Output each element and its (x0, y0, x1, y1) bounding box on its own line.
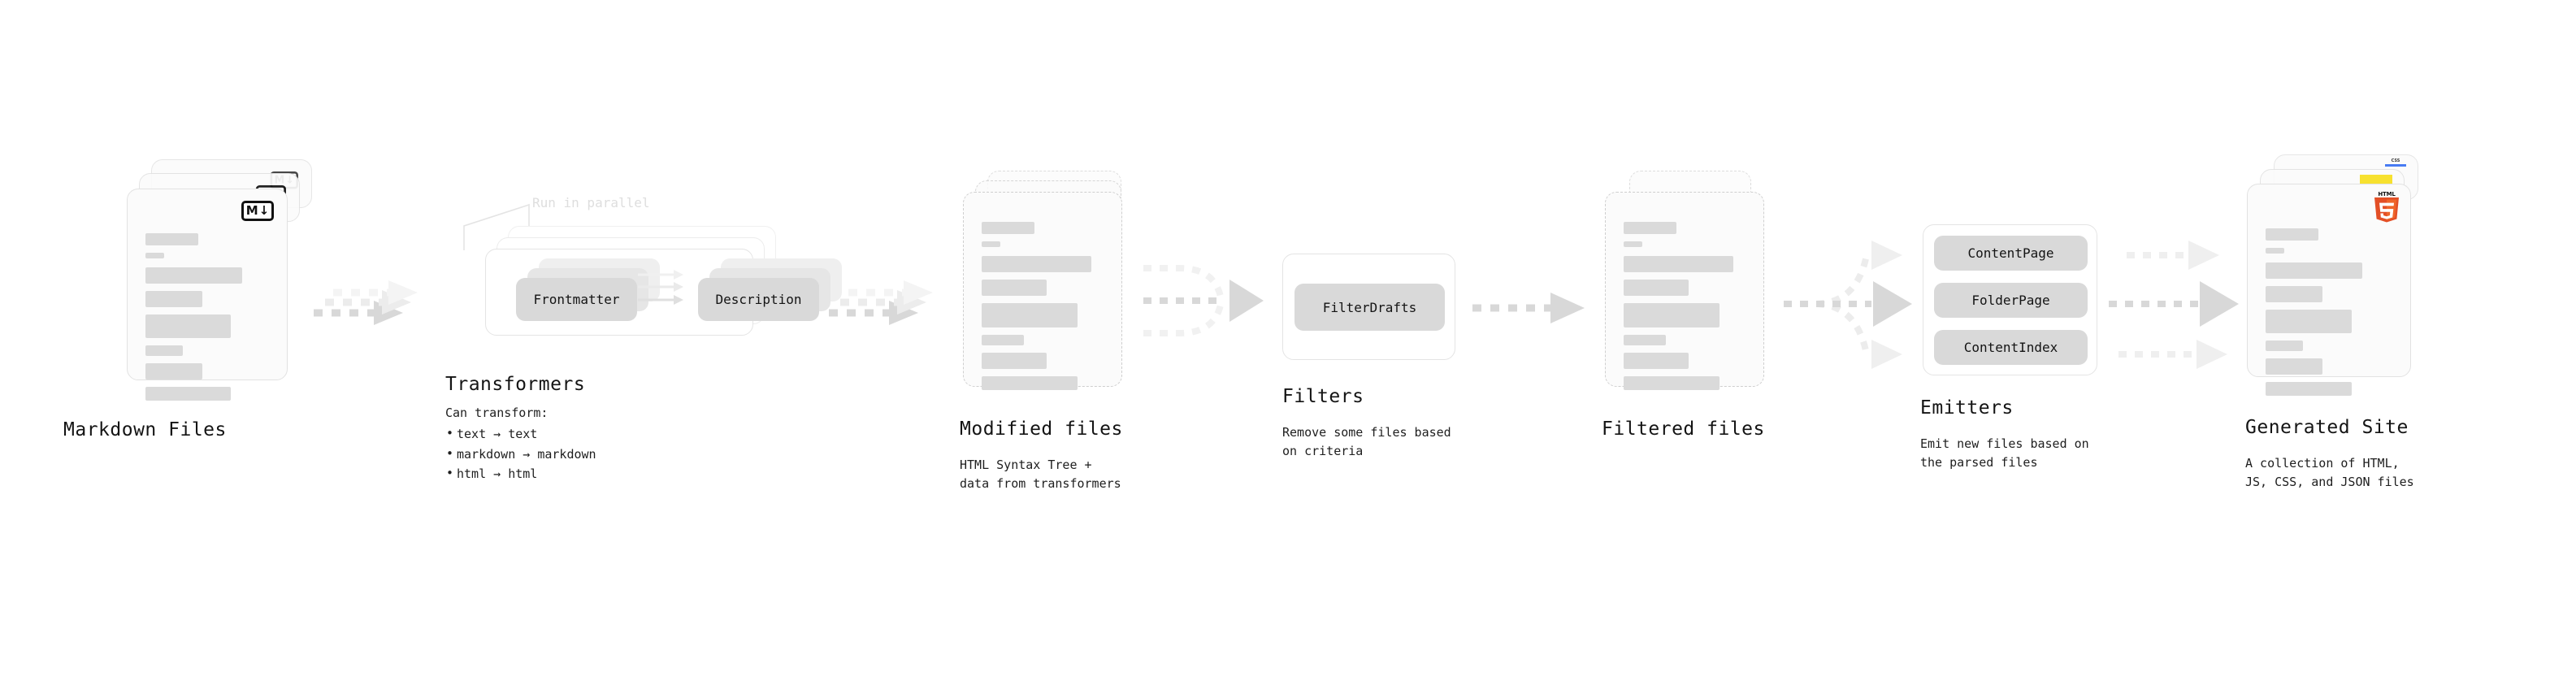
stage-filtered-files: Filtered files (1602, 171, 1780, 440)
transformers-bullet-list: text → text markdown → markdown html → h… (445, 423, 722, 484)
run-in-parallel-label: Run in parallel (532, 195, 650, 210)
placeholder-line (982, 222, 1034, 234)
placeholder-line (982, 335, 1024, 345)
placeholder-line (2266, 228, 2318, 241)
placeholder-line (982, 353, 1047, 369)
placeholder-line (145, 291, 202, 307)
page-title-markdown-files: Markdown Files (63, 419, 227, 440)
placeholder-lines (145, 233, 271, 408)
filter-pill-filterdrafts[interactable]: FilterDrafts (1295, 284, 1445, 331)
arrow-filtered-to-emitters (1784, 241, 1912, 369)
modified-card-front (963, 192, 1122, 390)
emitters-group-box: ContentPage FolderPage ContentIndex (1923, 224, 2097, 375)
modified-files-desc: HTML Syntax Tree + data from transformer… (960, 458, 1121, 491)
emitter-pill-contentindex[interactable]: ContentIndex (1934, 330, 2088, 365)
placeholder-line (1624, 376, 1720, 390)
page-title-filters: Filters (1282, 386, 1364, 407)
markdown-card-stack: M ↓ M ↓ M ↓ (127, 159, 314, 436)
placeholder-line (2266, 248, 2284, 254)
transformer-pill-label: Frontmatter (533, 292, 620, 307)
page-title-transformers: Transformers (445, 374, 586, 395)
markdown-icon-arrow: ↓ (258, 203, 270, 218)
stage-generated-site: CSS HTML (2245, 154, 2434, 489)
placeholder-line (1624, 222, 1676, 234)
emitter-pill-folderpage[interactable]: FolderPage (1934, 283, 2088, 318)
filters-desc: Remove some files based on criteria (1282, 425, 1451, 458)
filter-pill-label: FilterDrafts (1322, 299, 1417, 315)
placeholder-lines (2266, 228, 2394, 403)
filters-group-box: FilterDrafts (1282, 254, 1455, 360)
list-item: text → text (445, 423, 722, 444)
transformer-inner-arrows (638, 270, 683, 305)
arrow-modified-to-filters (1143, 265, 1264, 336)
placeholder-line (145, 314, 231, 338)
placeholder-line (1624, 256, 1733, 272)
emitters-desc: Emit new files based on the parsed files (1920, 436, 2089, 470)
transformers-caption: Transformers Can transform: text → text … (445, 374, 722, 484)
placeholder-line (2266, 310, 2352, 333)
transformer-pill-frontmatter[interactable]: Frontmatter (516, 278, 637, 321)
markdown-icon: M ↓ (241, 201, 274, 221)
page-title-filtered-files: Filtered files (1602, 419, 1765, 440)
placeholder-line (2266, 262, 2362, 279)
placeholder-line (982, 303, 1078, 327)
placeholder-line (2266, 286, 2322, 302)
placeholder-line (145, 387, 231, 401)
stage-modified-files: Modified files HTML Syntax Tree + data f… (960, 171, 1138, 491)
placeholder-line (1624, 303, 1720, 327)
placeholder-line (1624, 241, 1642, 247)
placeholder-line (145, 267, 242, 284)
placeholder-line (145, 253, 164, 258)
placeholder-line (1624, 353, 1689, 369)
stage-markdown-files: M ↓ M ↓ M ↓ (63, 159, 314, 440)
filtered-card-front (1605, 192, 1764, 390)
page-title-generated-site: Generated Site (2245, 417, 2409, 438)
stage-filters: FilterDrafts Filters Remove some files b… (1282, 254, 1455, 458)
list-item: markdown → markdown (445, 444, 722, 464)
placeholder-line (2266, 382, 2352, 396)
transformers-desc: Can transform: (445, 406, 549, 420)
placeholder-line (2266, 358, 2322, 375)
placeholder-line (145, 363, 202, 380)
run-in-parallel-bracket (463, 203, 530, 250)
list-item: html → html (445, 463, 722, 484)
arrow-transformers-to-modified (829, 280, 933, 325)
modified-card-stack (963, 171, 1138, 431)
placeholder-line (145, 233, 198, 245)
generated-site-desc: A collection of HTML, JS, CSS, and JSON … (2245, 456, 2414, 489)
markdown-icon-letter: M (245, 203, 258, 218)
markdown-card-front: M ↓ (127, 189, 288, 401)
emitter-pill-contentpage[interactable]: ContentPage (1934, 236, 2088, 271)
placeholder-line (982, 280, 1047, 296)
emitter-pill-label: ContentPage (1967, 245, 2054, 261)
placeholder-line (982, 376, 1078, 390)
emitter-pill-label: FolderPage (1971, 293, 2050, 308)
placeholder-line (982, 241, 1000, 247)
stage-emitters: ContentPage FolderPage ContentIndex Emit… (1920, 224, 2097, 470)
placeholder-line (145, 345, 183, 356)
html5-icon: HTML (2373, 191, 2400, 223)
generated-card-stack: CSS HTML (2247, 154, 2434, 431)
placeholder-lines (982, 222, 1105, 397)
arrow-filters-to-filtered (1472, 293, 1585, 323)
filtered-card-stack (1605, 171, 1780, 431)
page-title-modified-files: Modified files (960, 419, 1123, 440)
placeholder-line (2266, 340, 2303, 351)
generated-card-front: HTML (2247, 184, 2411, 396)
transformer-pill-description[interactable]: Description (698, 278, 819, 321)
page-title-emitters: Emitters (1920, 397, 2014, 419)
arrow-markdown-to-transformers (314, 280, 418, 325)
placeholder-line (982, 256, 1091, 272)
css3-icon: CSS (2385, 159, 2406, 167)
arrow-emitters-to-site (2109, 241, 2239, 369)
placeholder-lines (1624, 222, 1747, 397)
placeholder-line (1624, 280, 1689, 296)
transformer-pill-label: Description (715, 292, 802, 307)
emitter-pill-label: ContentIndex (1963, 340, 2058, 355)
placeholder-line (1624, 335, 1666, 345)
